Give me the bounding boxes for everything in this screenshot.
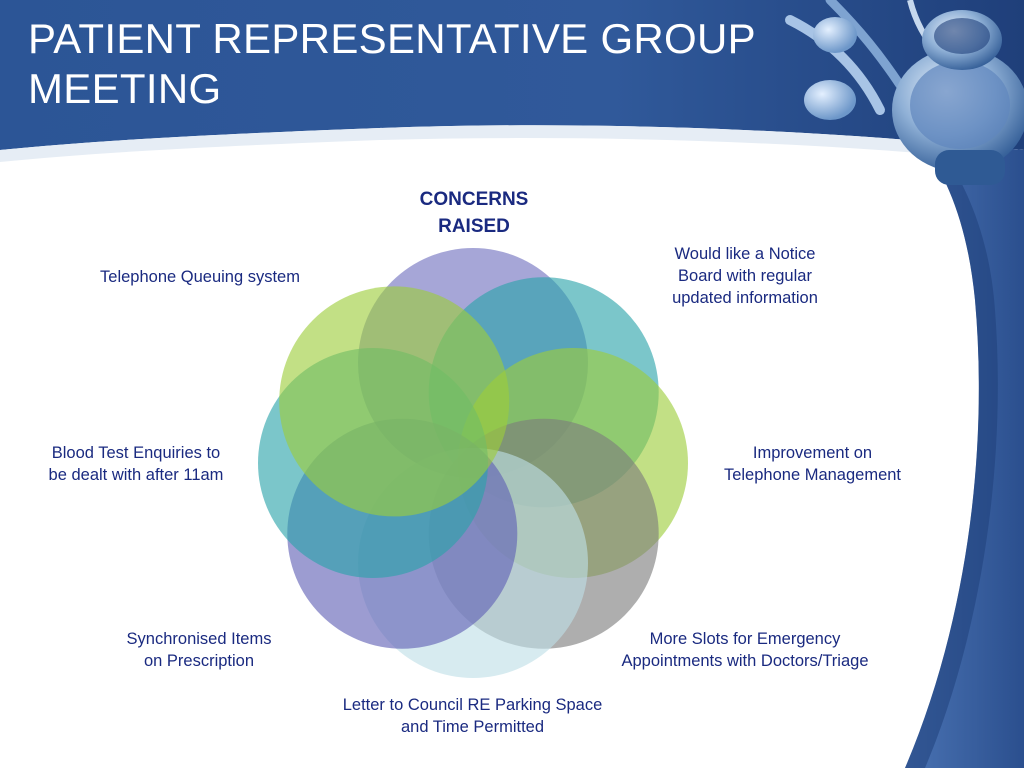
concern-label-synchronised-prescription: Synchronised Items on Prescription bbox=[126, 630, 272, 670]
diagram-center-title: CONCERNS RAISED bbox=[419, 189, 529, 237]
stethoscope-icon bbox=[785, 0, 1024, 185]
venn-circle-1 bbox=[279, 286, 510, 517]
slide-title: PATIENT REPRESENTATIVE GROUP MEETING bbox=[28, 15, 756, 112]
concern-label-notice-board: Would like a Notice Board with regular u… bbox=[672, 245, 818, 307]
concern-label-emergency-slots: More Slots for Emergency Appointments wi… bbox=[621, 630, 869, 670]
concern-label-telephone-management: Improvement on Telephone Management bbox=[723, 444, 902, 484]
concern-label-blood-test: Blood Test Enquiries to be dealt with af… bbox=[48, 444, 224, 484]
concern-label-telephone-queuing: Telephone Queuing system bbox=[100, 268, 300, 286]
concern-label-parking-letter: Letter to Council RE Parking Space and T… bbox=[342, 696, 603, 736]
